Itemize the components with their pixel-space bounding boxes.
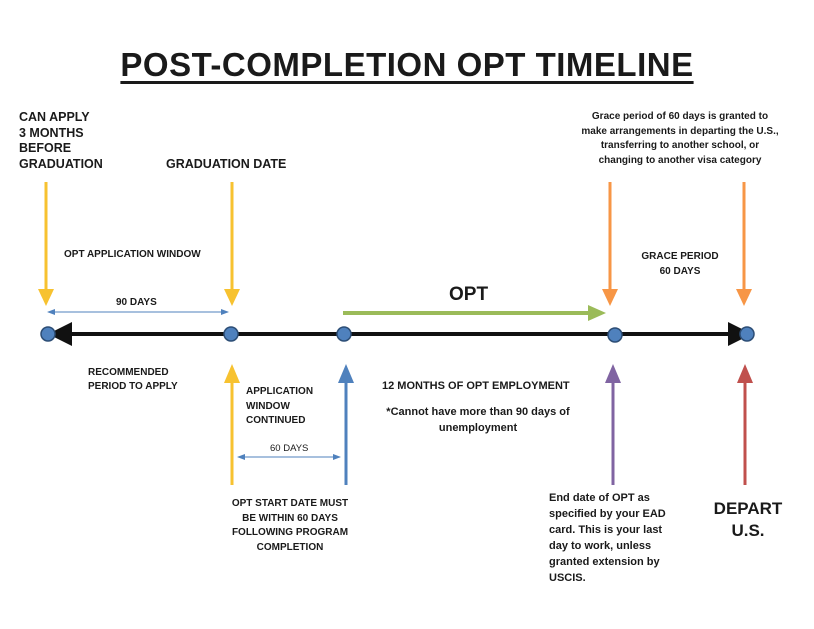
node-graduation bbox=[223, 326, 239, 342]
node-opt-end bbox=[607, 327, 623, 343]
node-apply-start bbox=[40, 326, 56, 342]
ninety-days-label: 90 DAYS bbox=[116, 297, 157, 308]
graduation-arrow bbox=[224, 182, 240, 306]
grace-start-arrow bbox=[602, 182, 618, 306]
depart-label: DEPART U.S. bbox=[713, 499, 783, 541]
application-window-continued-arrow bbox=[224, 364, 240, 485]
page-title: POST-COMPLETION OPT TIMELINE bbox=[120, 46, 694, 83]
grace-end-arrow bbox=[736, 182, 752, 306]
grace-period-label: GRACE PERIOD 60 DAYS bbox=[641, 251, 719, 277]
opt-end-date-note: End date of OPT as specified by your EAD… bbox=[549, 492, 666, 584]
unemployment-note: *Cannot have more than 90 days of unempl… bbox=[386, 406, 570, 434]
node-opt-start bbox=[336, 326, 352, 342]
recommended-period-label: RECOMMENDED PERIOD TO APPLY bbox=[88, 367, 178, 392]
depart-arrow bbox=[737, 364, 753, 485]
twelve-months-label: 12 MONTHS OF OPT EMPLOYMENT bbox=[382, 380, 570, 392]
grace-note: Grace period of 60 days is granted to ma… bbox=[581, 111, 779, 166]
opt-start-rule: OPT START DATE MUST BE WITHIN 60 DAYS FO… bbox=[231, 498, 349, 553]
opt-period-arrow bbox=[343, 305, 606, 321]
can-apply-arrow bbox=[38, 182, 54, 306]
sixty-days-label: 60 DAYS bbox=[270, 443, 309, 454]
opt-end-arrow bbox=[605, 364, 621, 485]
opt-label: OPT bbox=[449, 284, 489, 305]
application-window-continued-label: APPLICATION WINDOW CONTINUED bbox=[246, 386, 314, 426]
node-depart bbox=[739, 326, 755, 342]
can-apply-label: CAN APPLY 3 MONTHS BEFORE GRADUATION bbox=[19, 110, 103, 171]
opt-start-arrow bbox=[338, 364, 354, 485]
graduation-date-label: GRADUATION DATE bbox=[166, 157, 287, 171]
opt-application-window-label: OPT APPLICATION WINDOW bbox=[64, 249, 201, 260]
